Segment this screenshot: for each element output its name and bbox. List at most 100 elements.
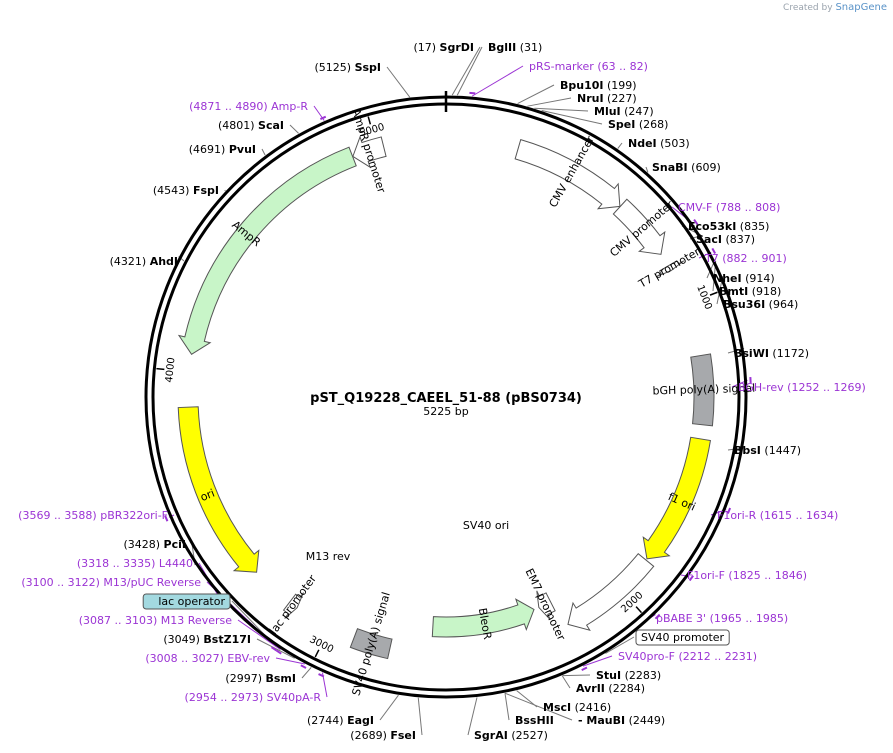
- label-scai-name: ScaI: [258, 119, 284, 132]
- label-bglii[interactable]: BglII (31): [488, 41, 542, 54]
- label-ampr_p[interactable]: (4871 .. 4890) Amp-R: [189, 100, 308, 113]
- label-l4440[interactable]: (3318 .. 3335) L4440: [77, 557, 193, 570]
- label-fspi-name: FspI: [193, 184, 219, 197]
- label-ndei[interactable]: NdeI (503): [628, 137, 690, 150]
- label-mlui-name: MluI: [594, 105, 621, 118]
- tick-mark: [156, 367, 165, 371]
- label-f1orif-name: F1ori-F: [687, 569, 725, 582]
- label-pvui-name: PvuI: [229, 143, 256, 156]
- leader-line: [605, 636, 635, 654]
- label-cmvf-name: CMV-F: [678, 201, 712, 214]
- label-mlui-coord: (247): [621, 105, 654, 118]
- label-sv40prof-coord: (2212 .. 2231): [675, 650, 757, 663]
- feature-em7_promoter[interactable]: [536, 590, 556, 621]
- label-prs[interactable]: pRS-marker (63 .. 82): [529, 60, 648, 73]
- label-nrui[interactable]: NruI (227): [577, 92, 637, 105]
- label-m13puc[interactable]: (3100 .. 3122) M13/pUC Reverse: [21, 576, 201, 589]
- feature-sv40_promoter[interactable]: [567, 552, 655, 632]
- label-cmvf[interactable]: CMV-F (788 .. 808): [678, 201, 780, 214]
- label-bsiwi-coord: (1172): [769, 347, 809, 360]
- label-bmti[interactable]: BmtI (918): [719, 285, 781, 298]
- label-nrui-name: NruI: [577, 92, 604, 105]
- label-bbsi[interactable]: BbsI (1447): [734, 444, 801, 457]
- feature-ampr[interactable]: [177, 146, 357, 355]
- label-lacop[interactable]: lac operator: [158, 595, 225, 608]
- label-pbr322[interactable]: (3569 .. 3588) pBR322ori-F: [18, 509, 168, 522]
- label-pvui[interactable]: (4691) PvuI: [189, 143, 256, 156]
- leader-line: [527, 97, 572, 107]
- label-bsmi-coord: (2997): [225, 672, 265, 685]
- label-f1orif[interactable]: F1ori-F (1825 .. 1846): [687, 569, 807, 582]
- label-spei[interactable]: SpeI (268): [608, 118, 668, 131]
- label-ebvrev-coord: (3008 .. 3027): [145, 652, 227, 665]
- label-bsiwi[interactable]: BsiWI (1172): [734, 347, 809, 360]
- label-f1orir[interactable]: F1ori-R (1615 .. 1634): [717, 509, 838, 522]
- label-saci[interactable]: SacI (837): [696, 233, 755, 246]
- feature-cmv_enhancer[interactable]: [514, 139, 621, 210]
- label-bsu36i-coord: (964): [765, 298, 798, 311]
- label-stui[interactable]: StuI (2283): [596, 669, 661, 682]
- label-prs-coord: (63 .. 82): [594, 60, 648, 73]
- primer-mark: [469, 91, 476, 95]
- label-bpu10i[interactable]: Bpu10I (199): [560, 79, 637, 92]
- label-t7[interactable]: T7 (882 .. 901): [704, 252, 787, 265]
- feature-sv40_polya[interactable]: [349, 628, 393, 660]
- label-sv40prof[interactable]: SV40pro-F (2212 .. 2231): [618, 650, 757, 663]
- leader-line: [386, 66, 411, 98]
- label-fspi[interactable]: (4543) FspI: [153, 184, 219, 197]
- leader-line: [275, 657, 305, 665]
- label-bsu36i[interactable]: Bsu36I (964): [723, 298, 798, 311]
- label-sgrdi-name: SgrDI: [440, 41, 474, 54]
- label-msci-name: MscI: [543, 701, 571, 714]
- label-mlui[interactable]: MluI (247): [594, 105, 654, 118]
- label-sv40pa[interactable]: (2954 .. 2973) SV40pA-R: [185, 691, 322, 704]
- feature-ampr_promoter[interactable]: [352, 135, 387, 169]
- label-scai[interactable]: (4801) ScaI: [218, 119, 284, 132]
- label-ahdi[interactable]: (4321) AhdI: [110, 255, 178, 268]
- label-sv40prom[interactable]: SV40 promoter: [641, 631, 725, 644]
- label-snabi[interactable]: SnaBI (609): [652, 161, 721, 174]
- label-stui-name: StuI: [596, 669, 621, 682]
- label-pbabe3[interactable]: pBABE 3' (1965 .. 1985): [656, 612, 788, 625]
- label-nhei[interactable]: NheI (914): [713, 272, 775, 285]
- primer-mark: [711, 247, 717, 255]
- label-sgrai-coord: (2527): [508, 729, 548, 742]
- label-bsmi[interactable]: (2997) BsmI: [225, 672, 296, 685]
- primer-mark: [688, 575, 694, 582]
- label-maubi-name: - MauBI: [578, 714, 625, 727]
- label-pcii[interactable]: (3428) PciI: [123, 538, 186, 551]
- label-eagi-coord: (2744): [307, 714, 347, 727]
- feature-t7_promoter[interactable]: [655, 260, 685, 278]
- label-bsshii[interactable]: BssHII: [515, 714, 554, 727]
- feature-bleor[interactable]: [431, 598, 535, 638]
- feature-label-lac_promoter: lac promoter: [267, 572, 319, 637]
- label-eco53ki-coord: (835): [736, 220, 769, 233]
- label-sgrai[interactable]: SgrAI (2527): [474, 729, 548, 742]
- leader-line: [561, 675, 571, 689]
- label-fsei[interactable]: (2689) FseI: [350, 729, 416, 742]
- label-bsshii-name: BssHII: [515, 714, 554, 727]
- label-pbabe3-coord: (1965 .. 1985): [706, 612, 788, 625]
- label-avrii[interactable]: AvrII (2284): [576, 682, 645, 695]
- label-maubi[interactable]: - MauBI (2449): [578, 714, 665, 727]
- label-sspi[interactable]: (5125) SspI: [314, 61, 381, 74]
- feature-lac_promoter[interactable]: [282, 592, 304, 619]
- label-ebvrev-name: EBV-rev: [227, 652, 270, 665]
- feature-ori[interactable]: [177, 406, 260, 573]
- label-sgrdi[interactable]: (17) SgrDI: [413, 41, 474, 54]
- label-box-sv40prom: [635, 629, 730, 646]
- feature-f1_ori[interactable]: [642, 436, 712, 560]
- label-eagi[interactable]: (2744) EagI: [307, 714, 374, 727]
- label-bghrev[interactable]: BGH-rev (1252 .. 1269): [738, 381, 866, 394]
- label-m13puc-name: M13/pUC Reverse: [103, 576, 201, 589]
- label-msci[interactable]: MscI (2416): [543, 701, 611, 714]
- label-ebvrev[interactable]: (3008 .. 3027) EBV-rev: [145, 652, 270, 665]
- label-eco53ki[interactable]: Eco53kI (835): [688, 220, 769, 233]
- leader-line: [504, 693, 510, 721]
- leader-line: [451, 46, 481, 96]
- feature-bgh_polya[interactable]: [690, 353, 715, 427]
- leader-line: [289, 124, 299, 134]
- label-bstz17i[interactable]: (3049) BstZ17I: [163, 633, 251, 646]
- label-m13rev[interactable]: (3087 .. 3103) M13 Reverse: [79, 614, 232, 627]
- feature-cmv_promoter[interactable]: [612, 198, 666, 255]
